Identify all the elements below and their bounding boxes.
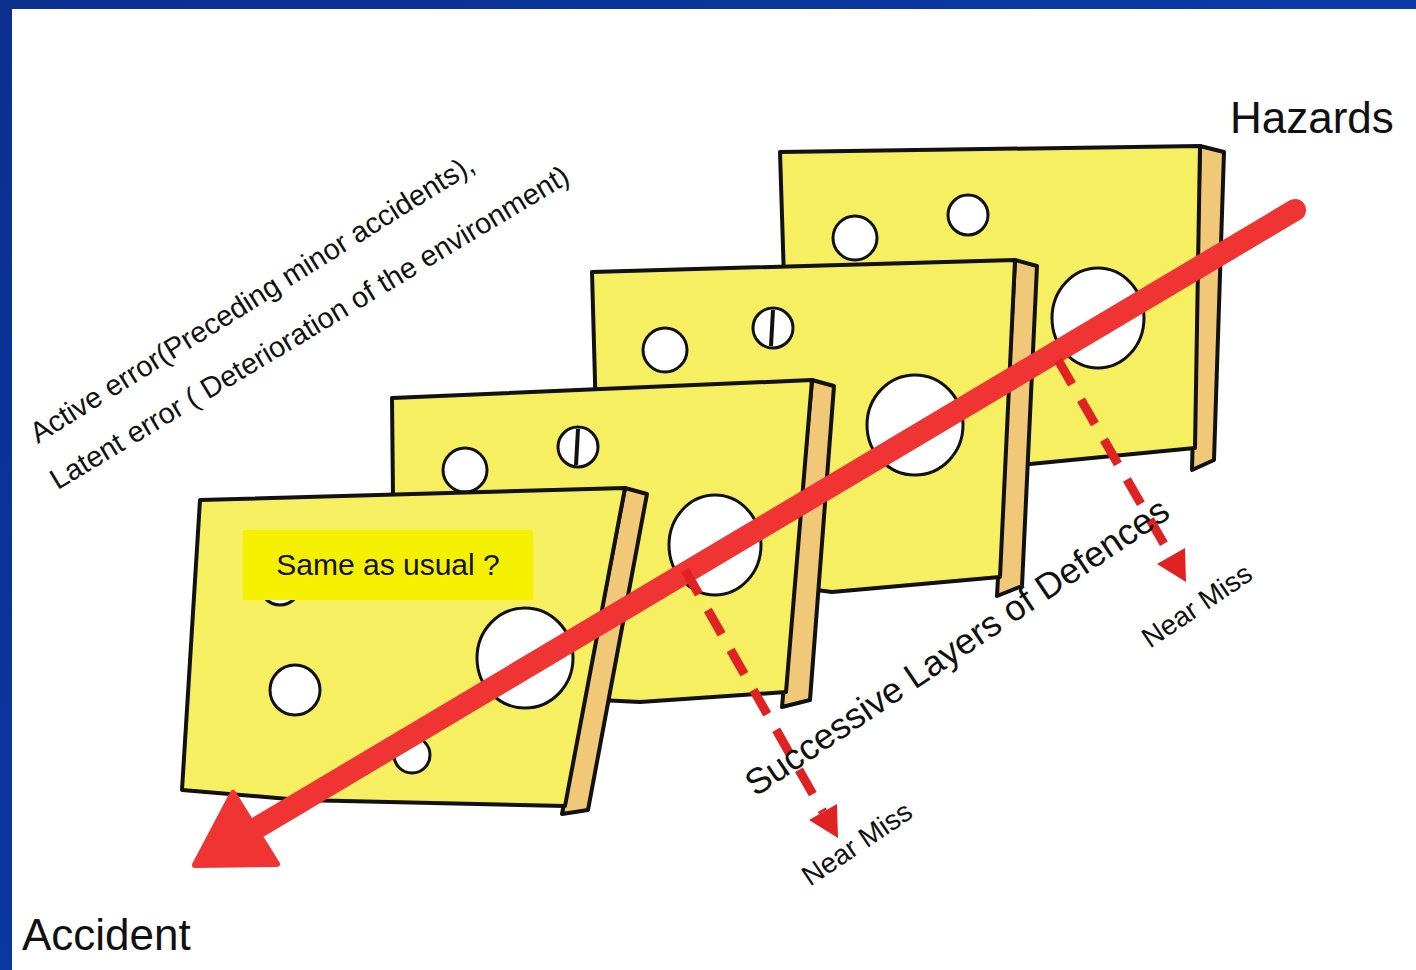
cheese-hole: [443, 448, 487, 492]
cheese-hole: [558, 427, 598, 467]
hazard-arrow: [255, 210, 1295, 829]
cheese-hole: [643, 328, 687, 372]
cheese-hole: [948, 195, 988, 235]
cheese-hole: [833, 216, 877, 260]
hole-mark: [771, 310, 773, 346]
dash-arrow-head: [809, 804, 838, 838]
dash-arrow-head: [1157, 548, 1186, 582]
near-miss-label: Near Miss: [796, 796, 918, 893]
hole-mark: [576, 429, 578, 465]
cheese-slice: [182, 488, 647, 814]
cheese-hole: [270, 665, 320, 715]
near-miss-label: Near Miss: [1136, 558, 1258, 655]
callout-box: Same as usual ?: [243, 530, 533, 600]
swiss-cheese-illustration: [12, 9, 1416, 970]
arrow-head: [195, 793, 277, 865]
cheese-hole: [753, 308, 793, 348]
hazards-label: Hazards: [1230, 93, 1394, 144]
slide-panel: HazardsAccidentActive error(Preceding mi…: [12, 9, 1416, 970]
accident-label: Accident: [22, 910, 191, 961]
callout-text: Same as usual ?: [276, 548, 499, 582]
